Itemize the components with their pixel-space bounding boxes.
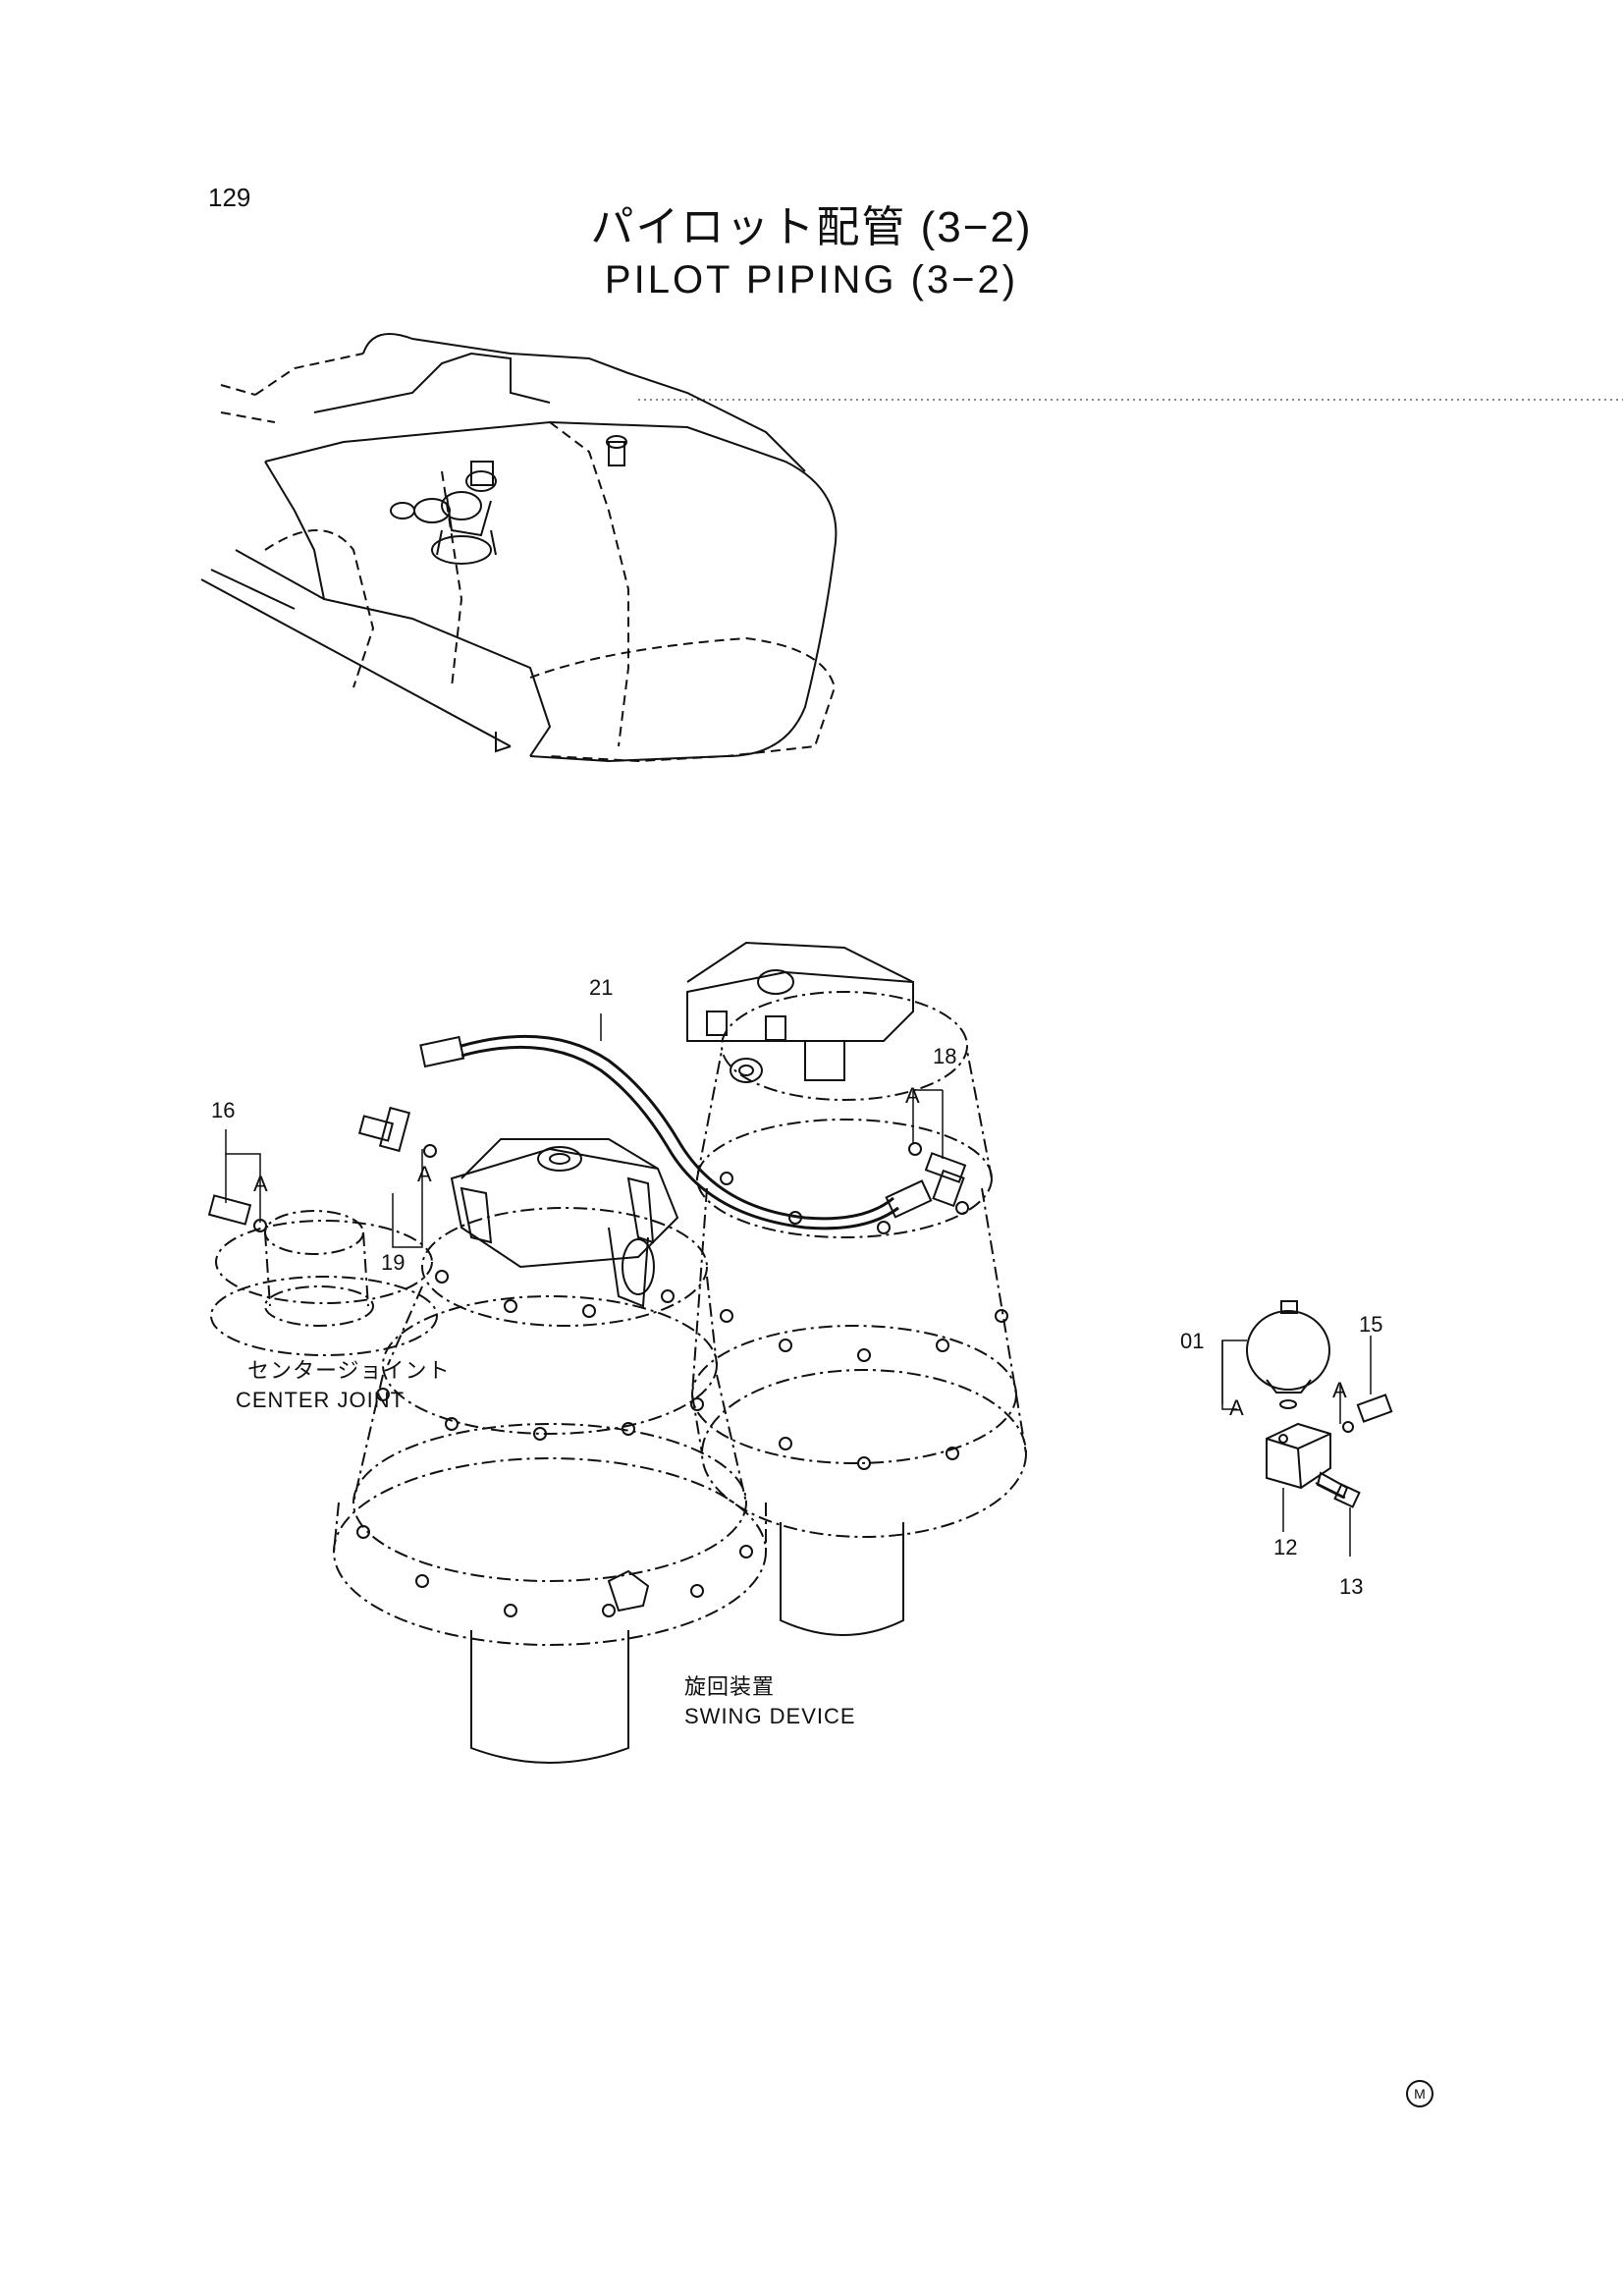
fitting-16 bbox=[207, 1194, 267, 1232]
part-label-18: 18 bbox=[933, 1044, 957, 1068]
part-label-21: 21 bbox=[589, 975, 614, 1000]
part-label-13: 13 bbox=[1339, 1574, 1364, 1599]
machine-upper-structure bbox=[200, 333, 1623, 763]
part-label-12: 12 bbox=[1273, 1535, 1298, 1559]
part-label-16: 16 bbox=[211, 1098, 236, 1122]
swing-device-front bbox=[333, 1138, 767, 1764]
ref-mark-a-18: A bbox=[905, 1083, 920, 1108]
part-label-15: 15 bbox=[1359, 1312, 1383, 1337]
rear-motor-bolts bbox=[720, 1172, 1008, 1470]
caption-swing-device-jp: 旋回装置 bbox=[684, 1674, 776, 1699]
caption-swing-device-en: SWING DEVICE bbox=[684, 1704, 856, 1728]
ref-mark-a-01: A bbox=[1229, 1395, 1244, 1420]
accumulator-assembly bbox=[1221, 1300, 1393, 1557]
part-label-01: 01 bbox=[1180, 1329, 1205, 1353]
fitting-19 bbox=[357, 1106, 437, 1158]
page-number: 129 bbox=[208, 183, 251, 212]
fitting-18 bbox=[908, 1142, 967, 1208]
caption-center-joint-en: CENTER JOINT bbox=[236, 1388, 406, 1412]
page-title-japanese: パイロット配管 (3−2) bbox=[590, 203, 1033, 251]
ref-mark-a-15: A bbox=[1332, 1378, 1347, 1402]
pilot-hose-21 bbox=[419, 1034, 933, 1230]
leader-lines bbox=[225, 1013, 944, 1248]
corner-mark: M bbox=[1406, 2080, 1434, 2107]
caption-center-joint-jp: センタージョイント bbox=[247, 1358, 451, 1383]
ref-mark-a-16: A bbox=[253, 1172, 268, 1196]
part-label-19: 19 bbox=[381, 1250, 406, 1275]
center-joint bbox=[210, 1210, 438, 1356]
swing-device-rear bbox=[686, 941, 1027, 1636]
page-title-english: PILOT PIPING (3−2) bbox=[604, 258, 1019, 301]
ref-mark-a-19: A bbox=[417, 1162, 432, 1186]
